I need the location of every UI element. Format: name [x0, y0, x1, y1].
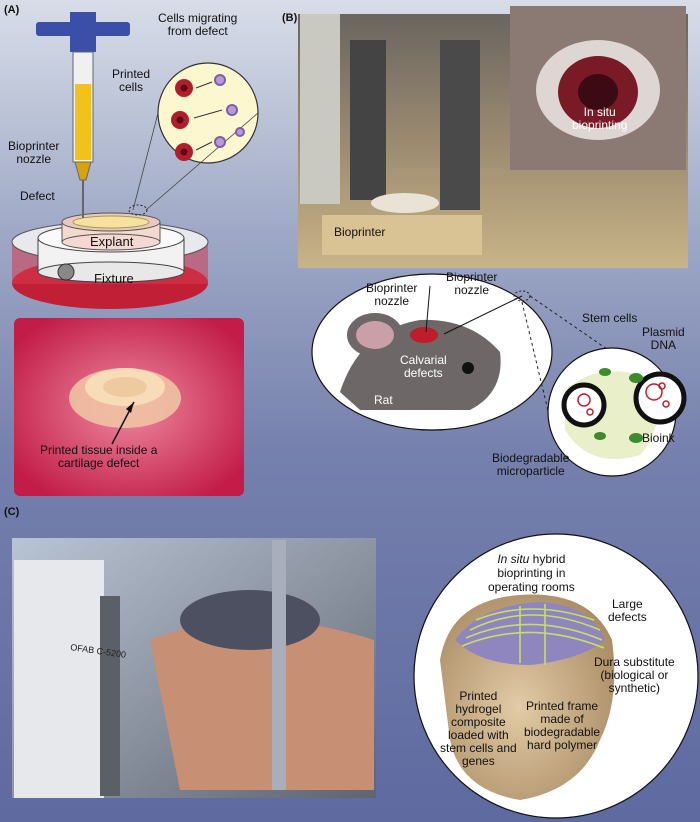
label-plasmid-dna: Plasmid DNA — [642, 325, 685, 352]
label-defect: Defect — [20, 189, 55, 203]
panel-b-letter: (B) — [282, 12, 298, 24]
label-bioprinter: Bioprinter — [334, 225, 386, 239]
label-printed-hydrogel: Printed hydrogel composite loaded with s… — [440, 689, 517, 768]
panel-a-letter: (A) — [4, 4, 20, 16]
magnified-view — [157, 62, 259, 164]
label-printed-cells: Printed cells — [112, 67, 151, 94]
title-rest: hybrid bioprinting in operating rooms — [488, 552, 575, 594]
label-in-situ-hybrid-title: In situ hybrid bioprinting in operating … — [488, 552, 575, 594]
panel-b-rat-diagram — [311, 273, 687, 477]
label-bioprinter-nozzle: Bioprinter nozzle — [8, 139, 60, 166]
panel-c-letter: (C) — [4, 506, 20, 518]
label-calvarial-defects: Calvarial defects — [400, 353, 447, 380]
panel-b-photo — [298, 6, 688, 268]
panel-a-illustration — [11, 12, 259, 309]
fixture-screw — [57, 263, 75, 281]
label-cells-migrating: Cells migrating from defect — [158, 11, 238, 38]
label-fixture: Fixture — [94, 271, 134, 286]
label-printed-frame: Printed frame made of biodegradable hard… — [524, 699, 601, 752]
label-rat: Rat — [374, 393, 393, 407]
label-photo-caption: Printed tissue inside a cartilage defect — [40, 443, 158, 470]
label-dura-substitute: Dura substitute (biological or synthetic… — [594, 655, 675, 695]
label-explant: Explant — [90, 234, 134, 249]
defect-ink — [72, 215, 150, 229]
label-in-situ-bioprinting: In situ bioprinting — [572, 105, 628, 132]
label-stem-cells: Stem cells — [582, 311, 638, 325]
panel-a-photo — [14, 318, 244, 496]
label-bioprinter-nozzle-1: Bioprinter nozzle — [366, 281, 418, 308]
label-bioprinter-nozzle-2: Bioprinter nozzle — [446, 270, 498, 297]
title-italic: In situ — [497, 552, 530, 566]
label-bioink: Bioink — [642, 431, 675, 445]
label-biodegradable-microparticle: Biodegradable microparticle — [492, 451, 570, 478]
panel-c-photo: OFAB C-5200 — [12, 538, 376, 798]
panel-c-head-diagram — [413, 533, 699, 819]
label-large-defects: Large defects — [608, 597, 647, 624]
